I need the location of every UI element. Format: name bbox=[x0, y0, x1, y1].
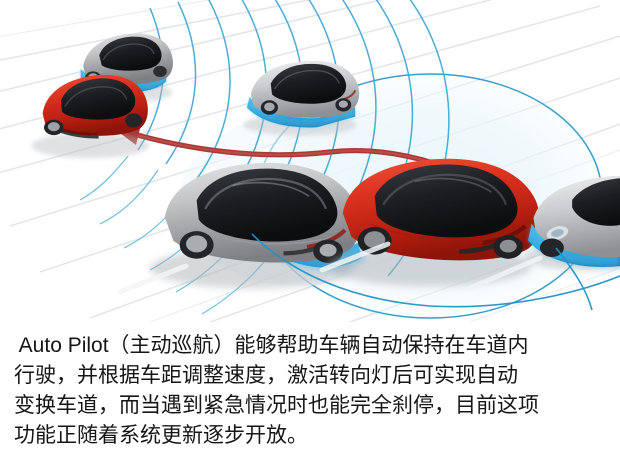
silver-car-right-edge bbox=[524, 176, 620, 271]
red-car-left bbox=[31, 74, 149, 159]
caption-text: Auto Pilot（主动巡航）能够帮助车辆自动保持在车道内 行驶，并根据车距调… bbox=[0, 322, 620, 451]
red-car-main bbox=[328, 158, 541, 287]
sensor-trace-line bbox=[251, 233, 620, 311]
car-glass bbox=[60, 78, 136, 120]
surface-highlights bbox=[117, 241, 543, 295]
car-glass bbox=[572, 178, 620, 226]
car-shadow bbox=[31, 133, 149, 159]
car-glass bbox=[374, 164, 518, 238]
wheel bbox=[153, 65, 167, 77]
caption-line-4: 功能正随着系统更新逐步开放。 bbox=[14, 424, 308, 447]
wheel bbox=[125, 113, 142, 128]
caption-line-3: 变换车道，而当遇到紧急情况时也能完全刹停，目前这项 bbox=[14, 394, 539, 417]
silver-car-upper-right bbox=[243, 60, 360, 136]
illustration-svg bbox=[0, 0, 620, 322]
caption-line-2: 行驶，并根据车距调整速度，激活转向灯后可实现自动 bbox=[14, 364, 518, 387]
caption-line-1: Auto Pilot（主动巡航）能够帮助车辆自动保持在车道内 bbox=[14, 334, 529, 357]
car-glass bbox=[99, 36, 162, 71]
car-glass bbox=[270, 63, 347, 104]
wheel bbox=[539, 238, 564, 257]
caption-block: Auto Pilot（主动巡航）能够帮助车辆自动保持在车道内 行驶，并根据车距调… bbox=[0, 322, 620, 465]
autopilot-illustration bbox=[0, 0, 620, 322]
